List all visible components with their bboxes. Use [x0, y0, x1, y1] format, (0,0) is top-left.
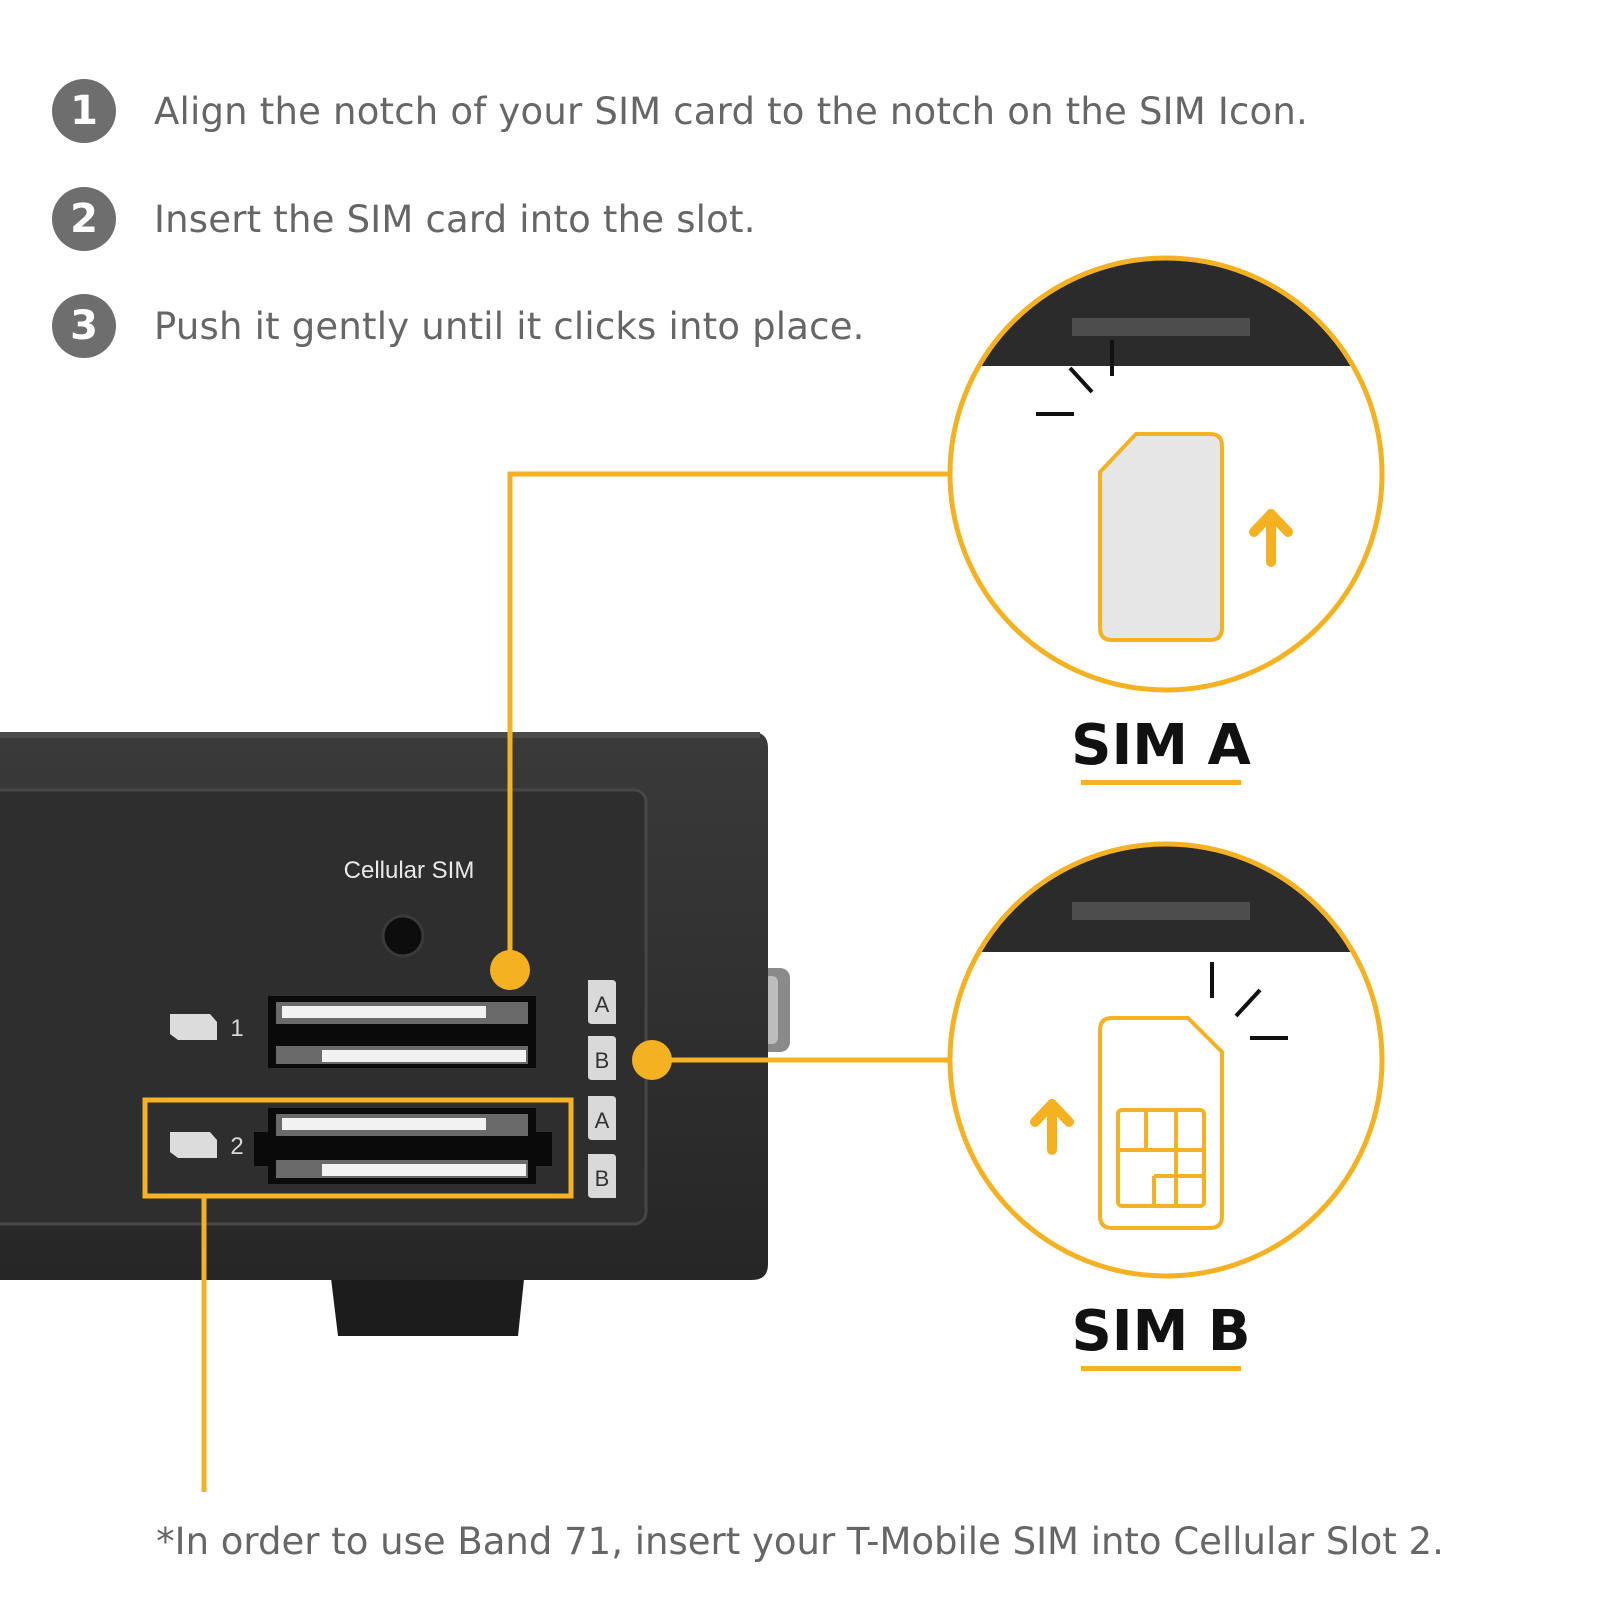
router-device: Cellular SIM 1 2 A B A B [0, 732, 790, 1336]
panel-label: Cellular SIM [344, 857, 475, 884]
step-number-badge: 3 [52, 294, 116, 358]
footnote: *In order to use Band 71, insert your T-… [156, 1520, 1444, 1563]
slot-letter: B [595, 1048, 610, 1073]
sim-chip-icon [1116, 1108, 1206, 1208]
step-1: 1 Align the notch of your SIM card to th… [52, 78, 1308, 144]
step-3: 3 Push it gently until it clicks into pl… [52, 293, 865, 359]
slot-letter-tabs: A B A B [588, 980, 616, 1198]
slot-letter: A [595, 1108, 610, 1133]
step-number-badge: 2 [52, 187, 116, 251]
reset-pinhole [381, 914, 425, 958]
arrow-up-icon [1030, 1099, 1074, 1155]
slot-cross-section [950, 844, 1382, 952]
sim-b-underline [1081, 1366, 1241, 1371]
sim-b-label: SIM B [1071, 1299, 1250, 1364]
sim-card-icon [170, 1014, 217, 1040]
click-spark-icon [1210, 962, 1288, 1040]
sim-a-underline [1081, 780, 1241, 785]
slot-number: 2 [230, 1133, 243, 1160]
callout-dot-a [490, 950, 530, 990]
sim-a-callout: SIM A [947, 255, 1385, 785]
slot-number: 1 [230, 1015, 243, 1042]
device-foot [330, 1270, 525, 1336]
sim-card-icon [1098, 432, 1224, 642]
step-text: Insert the SIM card into the slot. [154, 197, 756, 241]
callout-line-sim-a [507, 471, 950, 970]
slot-letter: A [595, 992, 610, 1017]
sim-card-icon [170, 1132, 217, 1158]
sim-b-callout: SIM B [947, 841, 1385, 1371]
callout-lines [142, 471, 950, 1492]
arrow-up-icon [1249, 509, 1293, 567]
step-2: 2 Insert the SIM card into the slot. [52, 186, 756, 252]
step-text: Push it gently until it clicks into plac… [154, 304, 865, 348]
slot-letter: B [595, 1166, 610, 1191]
sim-a-label: SIM A [1071, 713, 1251, 778]
step-text: Align the notch of your SIM card to the … [154, 89, 1308, 133]
callout-dot-b [632, 1040, 672, 1080]
step-number-badge: 1 [52, 79, 116, 143]
click-spark-icon [1036, 340, 1114, 416]
slot-cross-section [950, 258, 1382, 366]
slot-2-highlight [142, 1097, 574, 1199]
